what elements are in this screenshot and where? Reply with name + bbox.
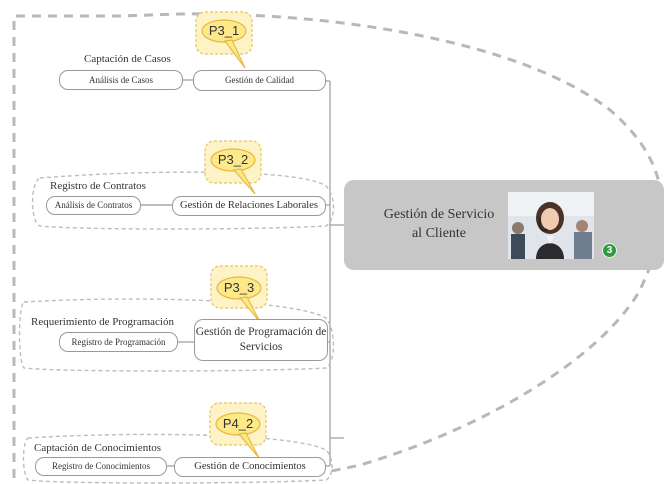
callout-label: P3_3 [223,280,255,295]
sub-node[interactable]: Registro de Programación [59,332,178,352]
central-node[interactable]: Gestión de Servicio al Cliente 3 [344,180,664,270]
main-node[interactable]: Gestión de Calidad [193,70,326,91]
floating-label: Captación de Casos [84,53,171,65]
agent-photo-icon [508,192,594,259]
badge-icon: 3 [602,243,617,258]
callout-bubble-2 [204,140,262,195]
callout-bubble-4 [209,402,267,459]
main-node[interactable]: Gestión de Programación de Servicios [194,319,328,361]
sub-node[interactable]: Análisis de Casos [59,70,183,90]
floating-label: Captación de Conocimientos [34,442,162,454]
callout-label: P3_2 [217,152,249,167]
main-node[interactable]: Gestión de Relaciones Laborales [172,196,326,216]
callout-label: P3_1 [208,23,240,38]
central-title: Gestión de Servicio al Cliente [383,207,495,241]
callout-bubble-3 [210,265,268,323]
sub-node[interactable]: Registro de Conocimientos [35,457,167,476]
main-node[interactable]: Gestión de Conocimientos [174,457,326,477]
sub-node[interactable]: Análisis de Contratos [46,196,141,215]
floating-label: Registro de Contratos [50,180,146,192]
callout-bubble-1 [195,11,253,69]
group-boundary-4 [22,433,333,484]
group-boundary-3 [18,298,335,372]
customer-service-photo [508,192,594,259]
callout-label: P4_2 [222,416,254,431]
floating-label: Requerimiento de Programación [31,316,174,328]
group-boundary-2 [31,171,335,230]
